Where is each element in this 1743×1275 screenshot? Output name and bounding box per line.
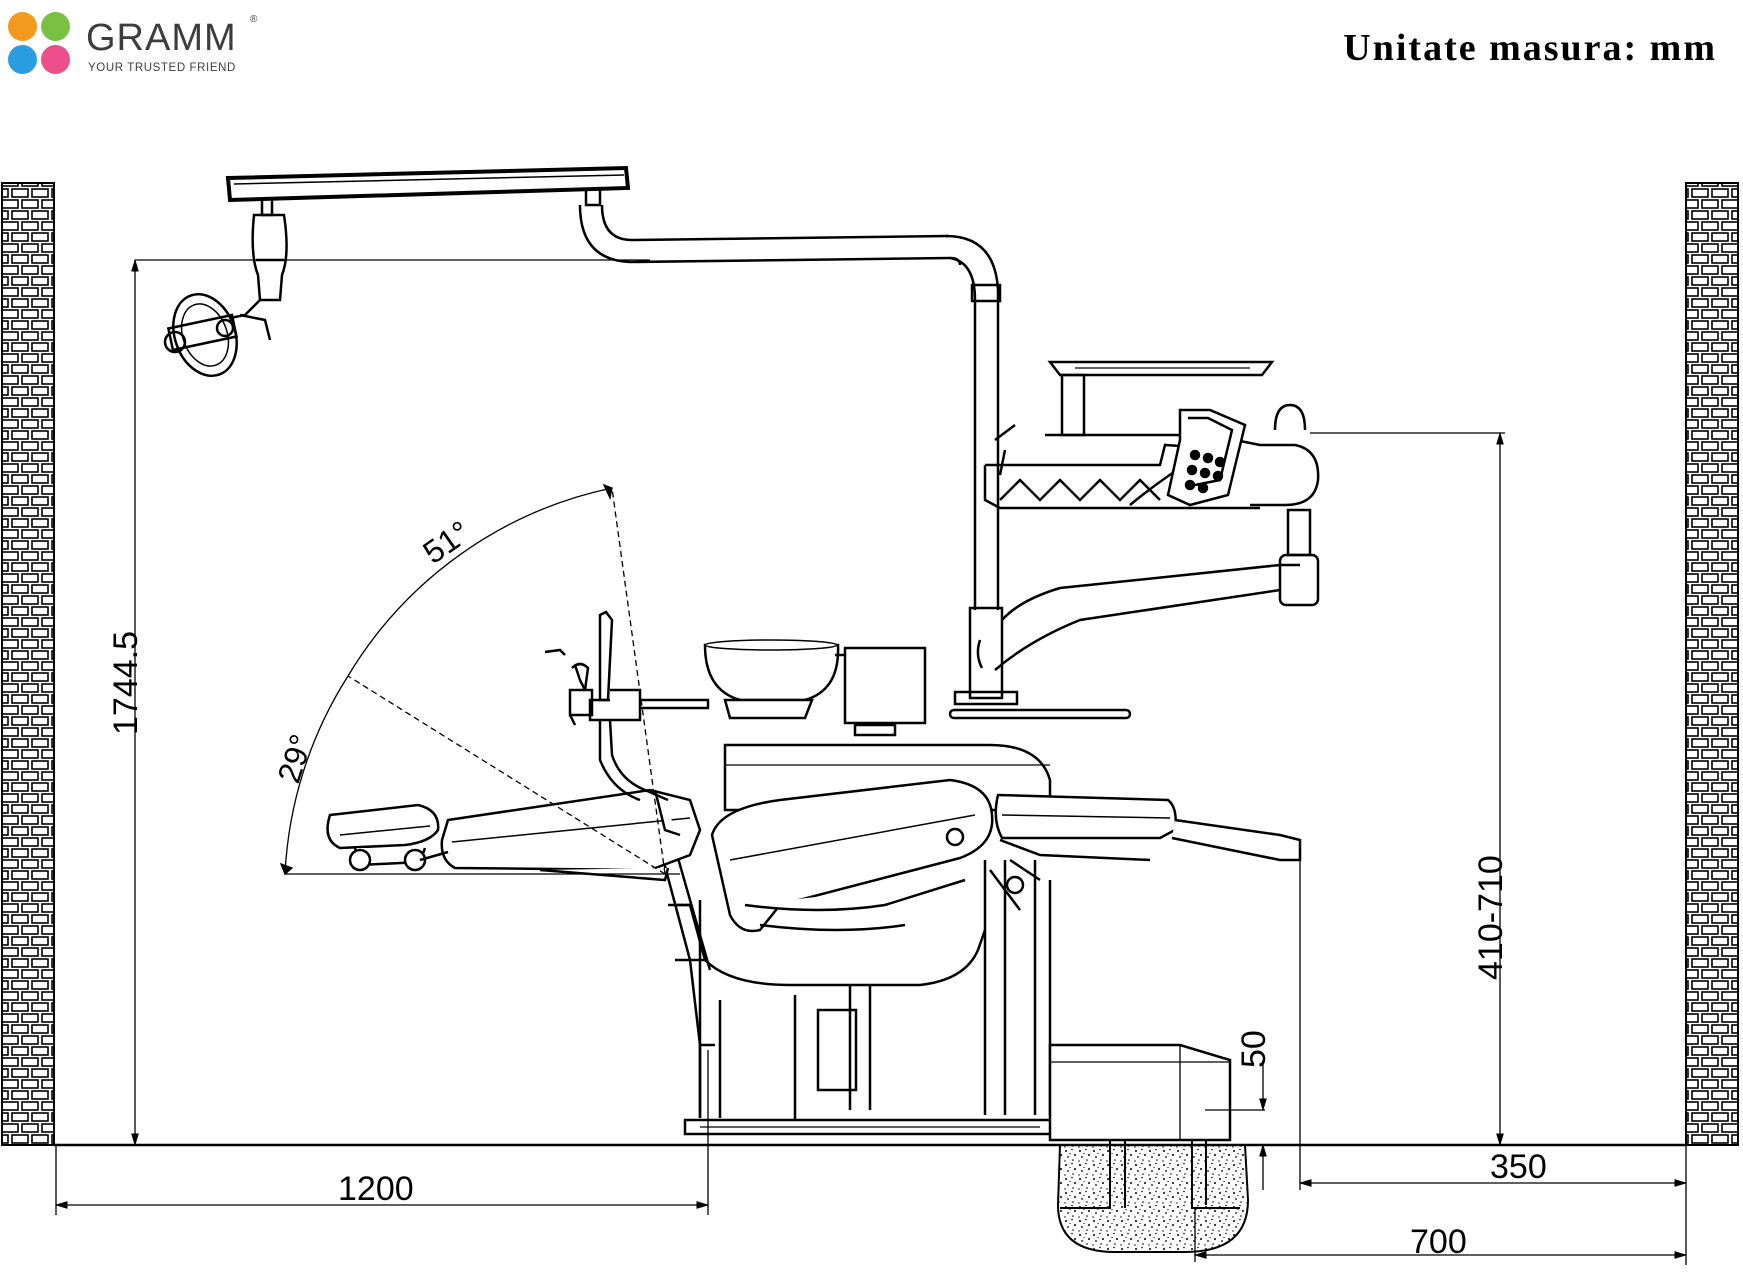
label-overall-height: 1744.5 [107,631,145,735]
label-right-clearance: 350 [1490,1148,1547,1186]
label-tray-height: 410-710 [1472,855,1510,980]
dim-tray-height [1310,431,1505,1147]
brand-logo: GRAMM ® YOUR TRUSTED FRIEND [8,10,268,80]
instrument-tray [983,360,1320,510]
spittoon [703,639,1132,737]
assistant-arm [544,610,710,802]
brand-tagline: YOUR TRUSTED FRIEND [88,62,236,74]
chair-seat [710,778,994,933]
left-wall [1,182,55,1146]
chair-headrest [326,803,449,872]
foundation-pit [1056,1115,1250,1253]
chair-base [648,743,1062,1136]
right-wall [1685,182,1739,1146]
label-left-clearance: 1200 [338,1170,414,1208]
dim-base-gap [1205,1060,1267,1190]
control-panel-icon [1166,408,1247,507]
label-small-arc-angle: 29° [270,730,319,787]
logo-dots-icon [8,12,74,78]
label-base-to-wall: 700 [1410,1223,1467,1261]
unit-post [953,508,1320,706]
chair-backrest [440,788,702,882]
ceiling-rail [225,165,1002,610]
dim-left-clearance [54,1050,710,1215]
tilt-angle-arcs [279,483,680,876]
dim-base-to-wall [1193,1208,1688,1262]
brand-name: GRAMM [86,17,237,59]
operating-light [163,200,288,378]
unit-note: Unitate masura: mm [1343,27,1717,69]
dim-overall-height [131,258,650,1147]
registered-mark: ® [250,14,258,25]
water-unit-box [1048,1043,1232,1142]
label-large-arc-angle: 51° [416,513,476,570]
chair-legrest [989,793,1302,911]
dim-right-clearance [1298,860,1688,1265]
label-base-gap: 50 [1235,1030,1273,1068]
